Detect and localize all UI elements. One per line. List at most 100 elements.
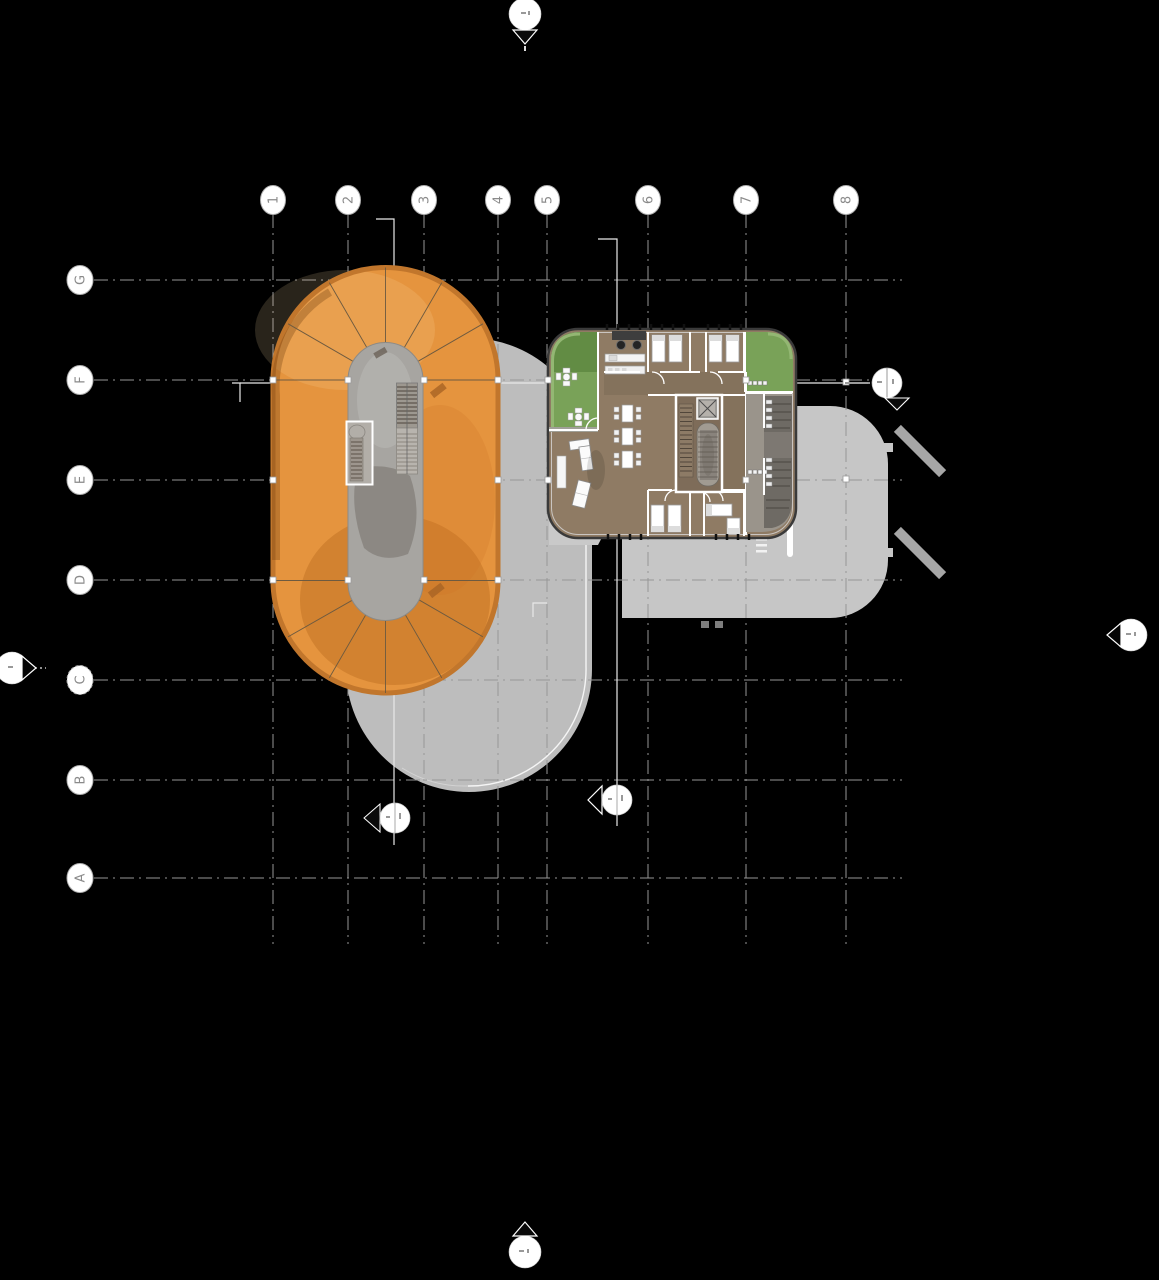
sofa-shadow <box>587 450 605 490</box>
grid-bubble-column-5: 5 <box>534 185 560 215</box>
site-table-icon-2 <box>715 621 723 628</box>
terrace-top-left <box>549 332 599 432</box>
grid-bubbles-columns: 1 2 3 4 5 6 7 8 <box>260 185 859 215</box>
counter-upper <box>604 353 646 363</box>
core-main-stair <box>396 382 418 475</box>
bottom-sheet-marker <box>508 1221 542 1269</box>
section-line-d-jog <box>532 602 547 617</box>
straight-stair-icon <box>678 403 694 478</box>
grid-bubbles-rows: G F E D C B A <box>66 265 94 893</box>
footprint-edge-fade <box>401 767 469 787</box>
grid-bubble-column-8: 8 <box>833 185 859 215</box>
bar-stool-1 <box>616 340 626 350</box>
section-arrow-icon <box>587 784 603 816</box>
lounge-area <box>556 438 605 509</box>
ramp-stripe-upper <box>893 424 947 478</box>
right-sheet-marker <box>1106 618 1148 652</box>
grid-bubble-column-6: 6 <box>635 185 661 215</box>
corridor-shade <box>604 372 746 395</box>
section-arrow-left-icon <box>1106 621 1122 649</box>
sofa-icon <box>568 438 594 472</box>
mass-tab-lower <box>884 548 893 557</box>
stall-dividers <box>766 403 791 509</box>
grid-label: D <box>74 575 89 585</box>
grid-label: 3 <box>418 196 433 204</box>
sink-row-top <box>747 380 768 386</box>
top-sheet-marker <box>508 0 542 51</box>
bed-icon <box>651 334 666 363</box>
left-sheet-marker <box>0 651 37 685</box>
grid-label: 6 <box>642 196 657 204</box>
bench <box>556 455 567 489</box>
grid-bubble-row-E: E <box>66 465 94 495</box>
grid-label: F <box>74 376 89 383</box>
dining-table-icon <box>621 404 634 469</box>
core-vent <box>373 346 388 359</box>
bar-stool-2 <box>632 340 642 350</box>
ramp-stripe-lower <box>893 526 947 580</box>
elevator-icon <box>696 397 719 420</box>
sink <box>608 355 618 361</box>
grid-label: 7 <box>740 196 755 204</box>
enclosure-treads <box>351 441 362 479</box>
ladder-icon <box>756 538 767 553</box>
bedroom-top-2 <box>708 334 740 363</box>
grid-label: E <box>74 476 89 484</box>
sofa-icon <box>571 479 592 509</box>
plan-core <box>674 393 724 494</box>
section-line-f-jog <box>232 382 241 402</box>
shower-zone <box>764 432 792 458</box>
window-tick-icons-bottom <box>606 534 751 540</box>
hall-shade <box>722 395 746 492</box>
grid-bubble-row-C: C <box>66 665 94 695</box>
section-line-b <box>598 238 618 826</box>
bed-icon <box>708 334 723 363</box>
grid-bubble-column-7: 7 <box>733 185 759 215</box>
curved-stair-icon <box>696 422 720 487</box>
dining-area <box>613 404 642 469</box>
grid-bubble-column-4: 4 <box>485 185 511 215</box>
bedroom-bottom-2 <box>705 503 741 535</box>
bed-icon <box>725 334 740 363</box>
footprint-edge-highlight <box>467 538 587 787</box>
grid-bubble-row-A: A <box>66 863 94 893</box>
bedroom-bottom-1 <box>650 504 682 533</box>
grid-bubble-column-1: 1 <box>260 185 286 215</box>
grid-bubble-column-2: 2 <box>335 185 361 215</box>
grid-label: B <box>74 776 89 785</box>
grid-label: A <box>74 873 89 882</box>
dining-chairs <box>613 406 642 466</box>
section-arrow-right-icon <box>21 654 37 682</box>
bed-icon <box>667 504 682 533</box>
roof-building <box>255 265 501 696</box>
bedroom-top-1 <box>651 334 683 363</box>
core-enclosure-stair <box>345 420 374 486</box>
section-arrow-down-icon <box>511 29 539 45</box>
section-arrow-down-icon <box>883 397 911 411</box>
grid-label: 8 <box>840 196 855 204</box>
window-tick-icons-top <box>605 324 743 330</box>
bathroom-block <box>746 380 792 532</box>
terrace-table-icon-2 <box>567 407 590 427</box>
grid-bubble-column-3: 3 <box>411 185 437 215</box>
section-arrow-up-icon <box>511 1221 539 1237</box>
core-stair-shadow <box>354 466 417 558</box>
grid-label: G <box>74 275 89 285</box>
concrete-core <box>345 342 424 621</box>
grid-label: 4 <box>492 196 507 204</box>
plan-inner-edge <box>551 332 793 535</box>
kitchen-bar <box>604 331 646 375</box>
grid-label: 2 <box>342 196 357 204</box>
bed-icon <box>650 504 665 533</box>
section-b-marker <box>587 784 633 816</box>
site-table-icon-1 <box>701 621 709 628</box>
mass-tab-upper <box>884 443 893 452</box>
grid-bubble-row-B: B <box>66 765 94 795</box>
roof-rim-shadow-left <box>271 288 333 560</box>
grid-bubble-row-D: D <box>66 565 94 595</box>
bed-icon <box>726 517 741 535</box>
grid-intersection-markers <box>269 376 850 584</box>
bed-icon <box>668 334 683 363</box>
toilet-stall-icon <box>765 399 773 487</box>
bed-icon <box>705 503 733 517</box>
